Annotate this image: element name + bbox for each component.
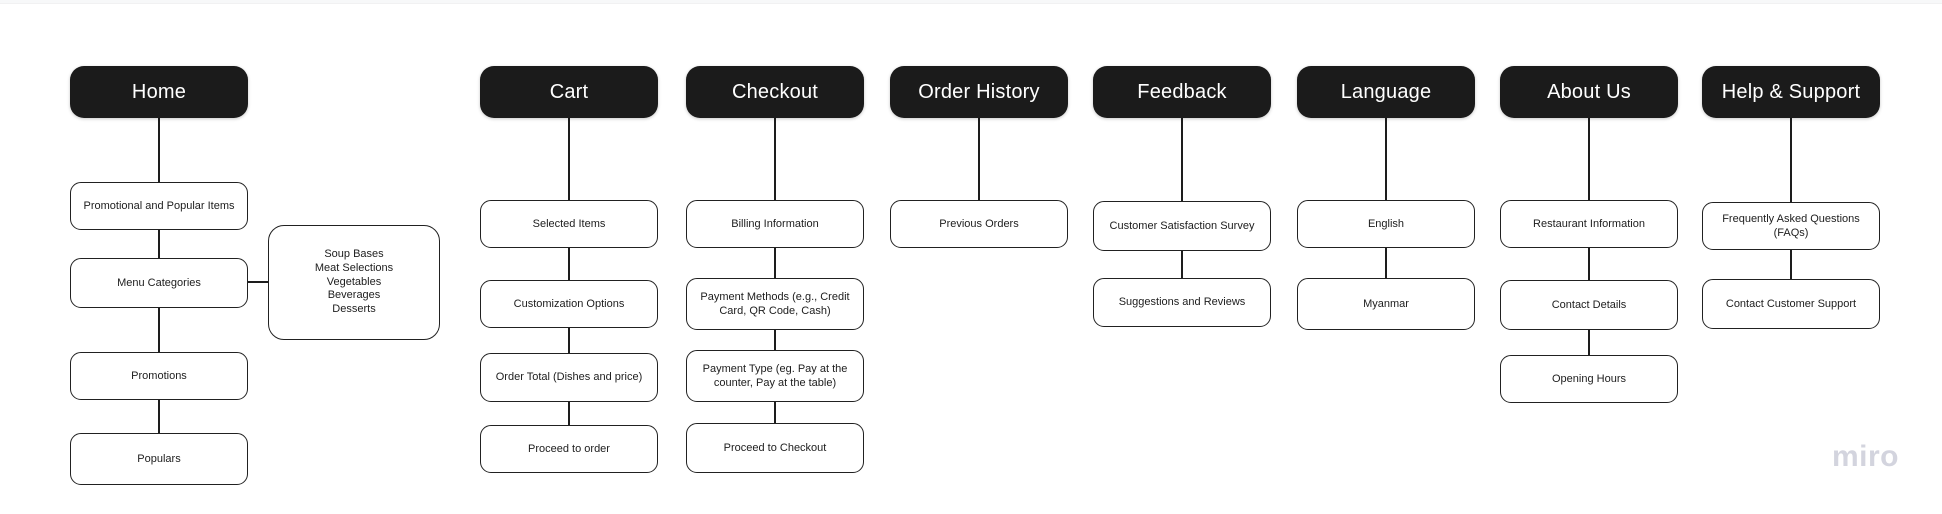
connector-language xyxy=(1385,118,1387,278)
node-proceed-to-checkout[interactable]: Proceed to Checkout xyxy=(686,423,864,473)
connector-order-history xyxy=(978,118,980,200)
node-header-language[interactable]: Language xyxy=(1297,66,1475,118)
miro-logo: miro xyxy=(1832,440,1900,473)
connector-help-support xyxy=(1790,118,1792,279)
node-promotions[interactable]: Promotions xyxy=(70,352,248,400)
node-english[interactable]: English xyxy=(1297,200,1475,248)
connector-feedback xyxy=(1181,118,1183,278)
node-contact-customer-support[interactable]: Contact Customer Support xyxy=(1702,279,1880,329)
node-header-help-support[interactable]: Help & Support xyxy=(1702,66,1880,118)
top-edge-strip xyxy=(0,0,1942,4)
node-selected-items[interactable]: Selected Items xyxy=(480,200,658,248)
menu-category-line: Desserts xyxy=(332,302,376,315)
menu-category-line: Beverages xyxy=(327,289,381,302)
node-payment-methods[interactable]: Payment Methods (e.g., Credit Card, QR C… xyxy=(686,278,864,330)
node-header-feedback[interactable]: Feedback xyxy=(1093,66,1271,118)
connector-cart xyxy=(568,118,570,425)
node-populars[interactable]: Populars xyxy=(70,433,248,485)
node-order-total[interactable]: Order Total (Dishes and price) xyxy=(480,353,658,402)
menu-category-line: Meat Selections xyxy=(314,262,394,275)
node-menu-categories[interactable]: Menu Categories xyxy=(70,258,248,308)
node-proceed-to-order[interactable]: Proceed to order xyxy=(480,425,658,473)
node-contact-details[interactable]: Contact Details xyxy=(1500,280,1678,330)
node-billing-information[interactable]: Billing Information xyxy=(686,200,864,248)
node-header-home[interactable]: Home xyxy=(70,66,248,118)
node-header-checkout[interactable]: Checkout xyxy=(686,66,864,118)
node-payment-type[interactable]: Payment Type (eg. Pay at the counter, Pa… xyxy=(686,350,864,402)
node-previous-orders[interactable]: Previous Orders xyxy=(890,200,1068,248)
node-customization-options[interactable]: Customization Options xyxy=(480,280,658,328)
node-header-cart[interactable]: Cart xyxy=(480,66,658,118)
node-menu-categories-detail[interactable]: Soup Bases Meat Selections Vegetables Be… xyxy=(268,225,440,340)
menu-category-line: Vegetables xyxy=(326,275,382,288)
node-suggestions-and-reviews[interactable]: Suggestions and Reviews xyxy=(1093,278,1271,327)
node-customer-satisfaction-survey[interactable]: Customer Satisfaction Survey xyxy=(1093,201,1271,251)
node-myanmar[interactable]: Myanmar xyxy=(1297,278,1475,330)
node-opening-hours[interactable]: Opening Hours xyxy=(1500,355,1678,403)
node-restaurant-information[interactable]: Restaurant Information xyxy=(1500,200,1678,248)
node-header-order-history[interactable]: Order History xyxy=(890,66,1068,118)
connector-checkout xyxy=(774,118,776,423)
node-header-about-us[interactable]: About Us xyxy=(1500,66,1678,118)
node-promotional-popular-items[interactable]: Promotional and Popular Items xyxy=(70,182,248,230)
node-faqs[interactable]: Frequently Asked Questions (FAQs) xyxy=(1702,202,1880,250)
menu-category-line: Soup Bases xyxy=(324,248,384,261)
connector-menu-categories-note xyxy=(246,281,270,283)
